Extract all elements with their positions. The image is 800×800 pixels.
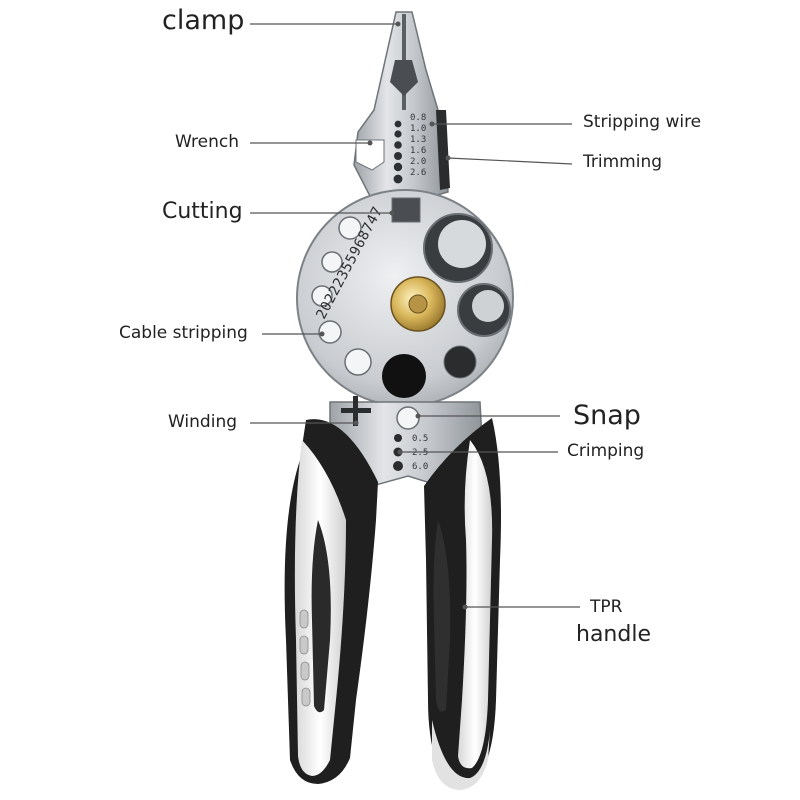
label-wrench: Wrench <box>175 132 240 152</box>
gauge-13: 1.3 <box>410 135 426 145</box>
leader-dots <box>319 21 468 610</box>
left-handle-insert <box>311 520 331 713</box>
right-handle-insert <box>433 520 451 712</box>
crimp-gauge-marks: 0.5 2.5 6.0 <box>412 434 428 472</box>
trimming-blade <box>436 110 450 190</box>
label-snap: Snap <box>573 400 641 431</box>
gauge-20: 2.0 <box>410 157 426 167</box>
crimp-25: 2.5 <box>412 448 428 458</box>
label-cable-stripping: Cable stripping <box>119 323 248 343</box>
large-hole-top-inner <box>438 220 486 268</box>
right-handle-tip <box>432 720 490 790</box>
crimp-60: 6.0 <box>412 462 428 472</box>
label-winding: Winding <box>168 412 238 432</box>
gauge-26: 2.6 <box>410 168 426 178</box>
gauge-16: 1.6 <box>410 146 426 156</box>
label-handle: handle <box>576 622 651 647</box>
leader-lines <box>250 23 580 608</box>
strip-gauge-marks: 0.8 1.0 1.3 1.6 2.0 2.6 <box>410 113 426 178</box>
jaw-upper <box>353 11 449 201</box>
small-hole-lower <box>443 345 477 379</box>
large-hole-right-inner <box>472 290 504 322</box>
label-crimping: Crimping <box>567 441 645 461</box>
cutting-slot <box>391 197 421 223</box>
right-handle-grip <box>458 440 493 769</box>
crimp-05: 0.5 <box>412 434 428 444</box>
label-trimming: Trimming <box>583 152 663 172</box>
label-clamp: clamp <box>162 5 245 36</box>
snap-hole <box>396 406 420 430</box>
gauge-10: 1.0 <box>410 124 426 134</box>
label-tpr: TPR <box>590 597 623 617</box>
wrench-notch <box>355 139 385 171</box>
gauge-08: 0.8 <box>410 113 426 123</box>
label-cutting: Cutting <box>162 199 243 224</box>
brass-nut-center <box>408 294 428 314</box>
strip-holes <box>393 120 403 184</box>
cutting-hole <box>382 354 426 398</box>
left-grip-dots <box>299 609 311 707</box>
label-stripping-wire: Stripping wire <box>583 112 702 132</box>
leader-trimming <box>447 157 573 165</box>
disc-holes <box>311 216 372 376</box>
winding-cross <box>341 396 371 426</box>
clamp-teeth <box>390 60 418 96</box>
